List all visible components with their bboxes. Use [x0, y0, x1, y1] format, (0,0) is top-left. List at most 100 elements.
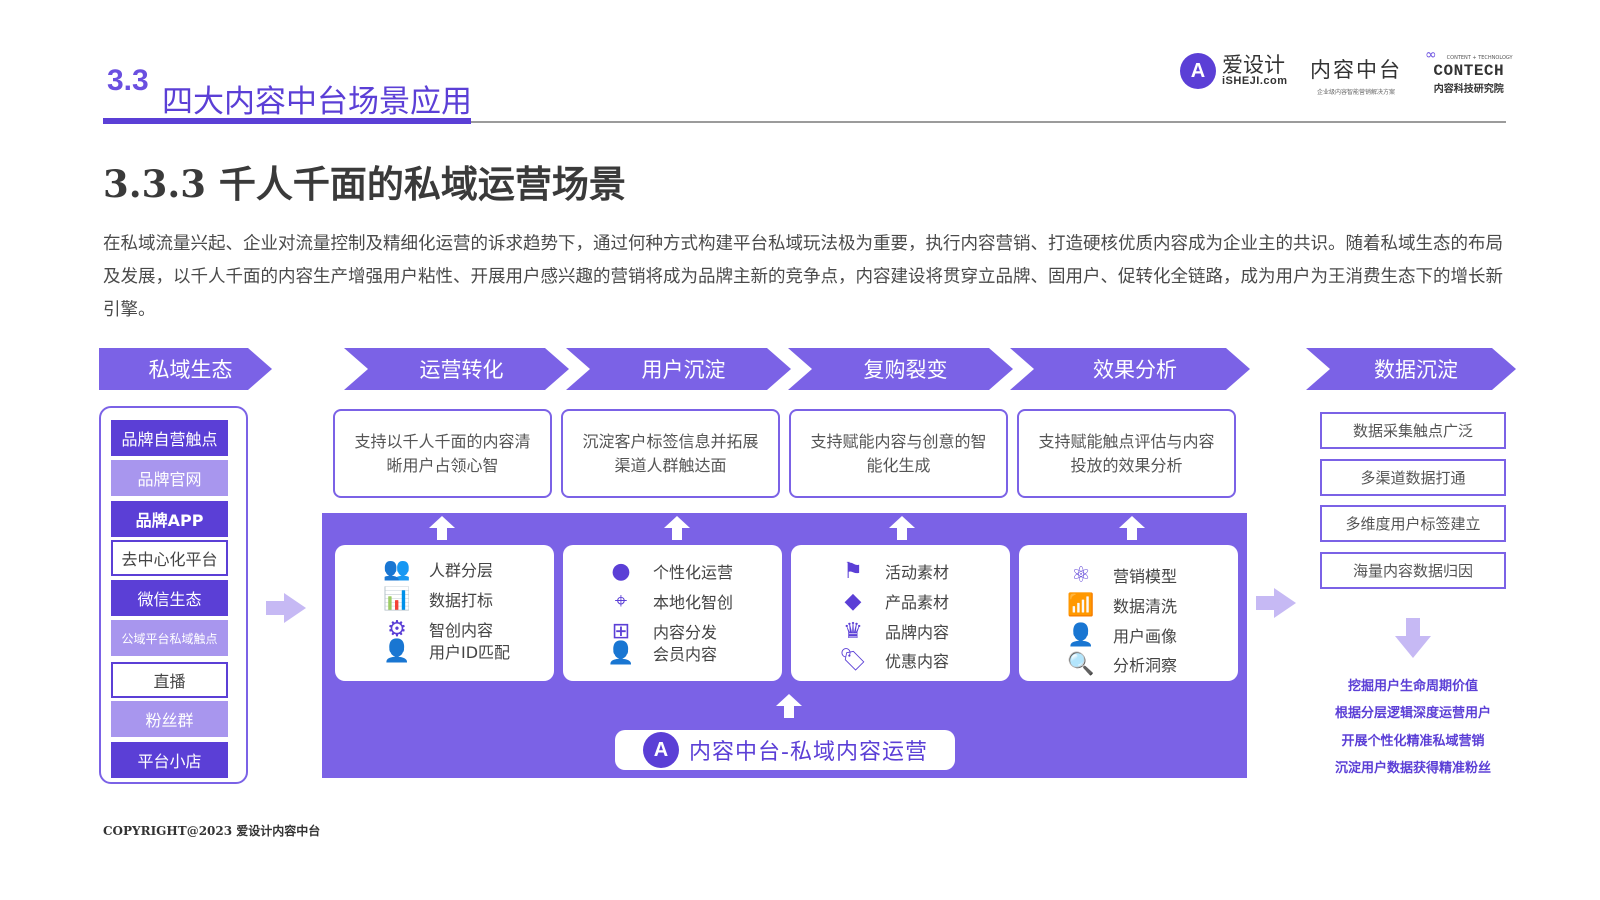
- ecosystem-column: 品牌自营触点 品牌官网 品牌APP 去中心化平台 微信生态 公域平台私域触点 直…: [99, 406, 248, 784]
- box-icon: ◆: [844, 588, 862, 614]
- feature-box: 支持赋能内容与创意的智能化生成: [789, 409, 1008, 498]
- card-item: 📊数据打标: [383, 585, 493, 613]
- contech-ring-icon: ∞: [1425, 47, 1437, 63]
- card-item: 👥人群分层: [383, 555, 493, 583]
- stage-label: 效果分析: [1093, 358, 1177, 382]
- header-accent-bar: [103, 118, 471, 124]
- subsection-title: 3.3.3 千人千面的私域运营场景: [103, 162, 626, 206]
- capability-card: ⚛ 营销模型 📶 数据清洗 👤 用户画像 🔍分析洞察: [1019, 545, 1238, 681]
- card-item: 👤 用户ID匹配: [383, 637, 510, 665]
- card-item: 👤 用户画像: [1067, 621, 1177, 649]
- stage-label: 运营转化: [419, 358, 504, 382]
- section-title: 四大内容中台场景应用: [162, 84, 472, 120]
- data-box: 数据采集触点广泛: [1320, 412, 1506, 449]
- isheji-logo-icon: A: [1180, 53, 1216, 89]
- card-item-label: 活动素材: [885, 563, 950, 582]
- ecosystem-item: 粉丝群: [111, 701, 228, 737]
- section-number: 3.3: [107, 64, 149, 97]
- ecosystem-item: 去中心化平台: [111, 540, 228, 576]
- capability-card: ● 个性化运营 ⌖ 本地化智创 ⊞ 内容分发 👤 会员内容: [563, 545, 782, 681]
- card-item-label: 数据清洗: [1113, 597, 1178, 616]
- card-item: 🔍分析洞察: [1067, 650, 1177, 678]
- user-group-icon: 👥: [383, 556, 411, 582]
- outcome-text: 沉淀用户数据获得精准粉丝: [1334, 761, 1491, 776]
- card-item-label: 本地化智创: [653, 593, 734, 612]
- card-item: 📶 数据清洗: [1067, 591, 1177, 619]
- content-platform-logo-cn: 内容中台: [1310, 58, 1402, 82]
- capability-card: 👥人群分层 📊数据打标 ⚙ 智创内容 👤 用户ID匹配: [335, 545, 554, 681]
- outcome-text: 开展个性化精准私域营销: [1341, 734, 1485, 749]
- content-platform-logo: 内容中台 企业级内容智能营销解决方案: [1310, 54, 1402, 96]
- person-head-icon: ●: [611, 558, 631, 584]
- card-item-label: 内容分发: [653, 623, 718, 642]
- right-arrow-icon: [266, 593, 306, 623]
- card-item-label: 产品素材: [885, 593, 950, 612]
- card-item: ♛品牌内容: [839, 617, 949, 645]
- card-item: ⚛ 营销模型: [1067, 561, 1177, 589]
- coupon-tag-icon: 🏷: [839, 647, 867, 673]
- card-item: ⚙ 智创内容: [383, 615, 493, 643]
- stage-data-accumulation: 数据沉淀: [1306, 348, 1516, 390]
- member-icon: 👤: [607, 640, 635, 666]
- contech-logo: ∞CONTENT + TECHNOLOGY CONTECH 内容科技研究院: [1425, 44, 1513, 95]
- stage-effect-analysis: 效果分析: [1010, 348, 1250, 390]
- copyright: COPYRIGHT@2023 爱设计内容中台: [103, 824, 321, 838]
- up-arrow-icon: [429, 516, 455, 540]
- card-item-label: 用户画像: [1113, 627, 1178, 646]
- card-item-label: 优惠内容: [885, 652, 950, 671]
- header-divider: [103, 121, 1506, 123]
- capability-card: ⚑ 活动素材 ◆ 产品素材 ♛品牌内容 🏷 优惠内容: [791, 545, 1010, 681]
- hierarchy-icon: ⊞: [611, 618, 631, 644]
- ecosystem-item: 平台小店: [111, 742, 228, 778]
- stage-label: 数据沉淀: [1374, 358, 1458, 382]
- card-item: ⊞ 内容分发: [607, 617, 717, 645]
- location-pin-icon: ⌖: [614, 588, 628, 614]
- ecosystem-item: 品牌APP: [111, 501, 228, 537]
- isheji-logo: A 爱设计 iSHEJI.com: [1180, 53, 1288, 89]
- up-arrow-icon: [776, 694, 802, 718]
- outcome-text: 根据分层逻辑深度运营用户: [1334, 706, 1491, 721]
- feature-box: 支持以千人千面的内容清晰用户占领心智: [333, 409, 552, 498]
- right-arrow-icon: [1256, 588, 1296, 618]
- atom-icon: ⚛: [1071, 562, 1091, 588]
- stage-user-retention: 用户沉淀: [566, 348, 791, 390]
- user-profile-icon: 👤: [1067, 622, 1095, 648]
- up-arrow-icon: [889, 516, 915, 540]
- flag-icon: ⚑: [843, 558, 863, 584]
- stage-label: 复购裂变: [863, 358, 948, 382]
- contech-logo-top: CONTENT + TECHNOLOGY: [1446, 55, 1513, 61]
- stage-operation-conversion: 运营转化: [344, 348, 569, 390]
- card-item: 🏷 优惠内容: [839, 646, 949, 674]
- card-item: ◆ 产品素材: [839, 587, 949, 615]
- pill-label: 内容中台-私域内容运营: [689, 740, 928, 765]
- up-arrow-icon: [1119, 516, 1145, 540]
- ecosystem-item: 品牌自营触点: [111, 420, 228, 456]
- ecosystem-item: 品牌官网: [111, 460, 228, 496]
- stage-label: 用户沉淀: [641, 358, 726, 382]
- card-item-label: 营销模型: [1113, 567, 1178, 586]
- card-item: 👤 会员内容: [607, 639, 717, 667]
- bar-chart-icon: 📶: [1067, 592, 1095, 618]
- brain-icon: ⚙: [387, 616, 407, 642]
- crown-badge-icon: ♛: [843, 618, 863, 644]
- feature-box: 沉淀客户标签信息并拓展渠道人群触达面: [561, 409, 780, 498]
- intro-paragraph: 在私域流量兴起、企业对流量控制及精细化运营的诉求趋势下，通过何种方式构建平台私域…: [103, 234, 1503, 320]
- outcome-text: 挖掘用户生命周期价值: [1347, 679, 1478, 694]
- card-item: ⚑ 活动素材: [839, 557, 949, 585]
- isheji-logo-en: iSHEJI.com: [1222, 75, 1288, 87]
- card-item-label: 分析洞察: [1113, 656, 1178, 675]
- card-item-label: 智创内容: [429, 621, 494, 640]
- isheji-logo-icon: A: [643, 732, 679, 768]
- ecosystem-item: 公域平台私域触点: [111, 620, 228, 656]
- chart-tag-icon: 📊: [383, 586, 411, 612]
- isheji-logo-cn: 爱设计: [1222, 53, 1285, 77]
- card-item-label: 会员内容: [653, 645, 718, 664]
- user-id-icon: 👤: [383, 638, 411, 664]
- card-item: ⌖ 本地化智创: [607, 587, 733, 615]
- data-box: 多维度用户标签建立: [1320, 505, 1506, 542]
- up-arrow-icon: [664, 516, 690, 540]
- feature-box: 支持赋能触点评估与内容投放的效果分析: [1017, 409, 1236, 498]
- card-item-label: 个性化运营: [653, 563, 734, 582]
- data-box: 海量内容数据归因: [1320, 552, 1506, 589]
- card-item-label: 用户ID匹配: [429, 643, 511, 662]
